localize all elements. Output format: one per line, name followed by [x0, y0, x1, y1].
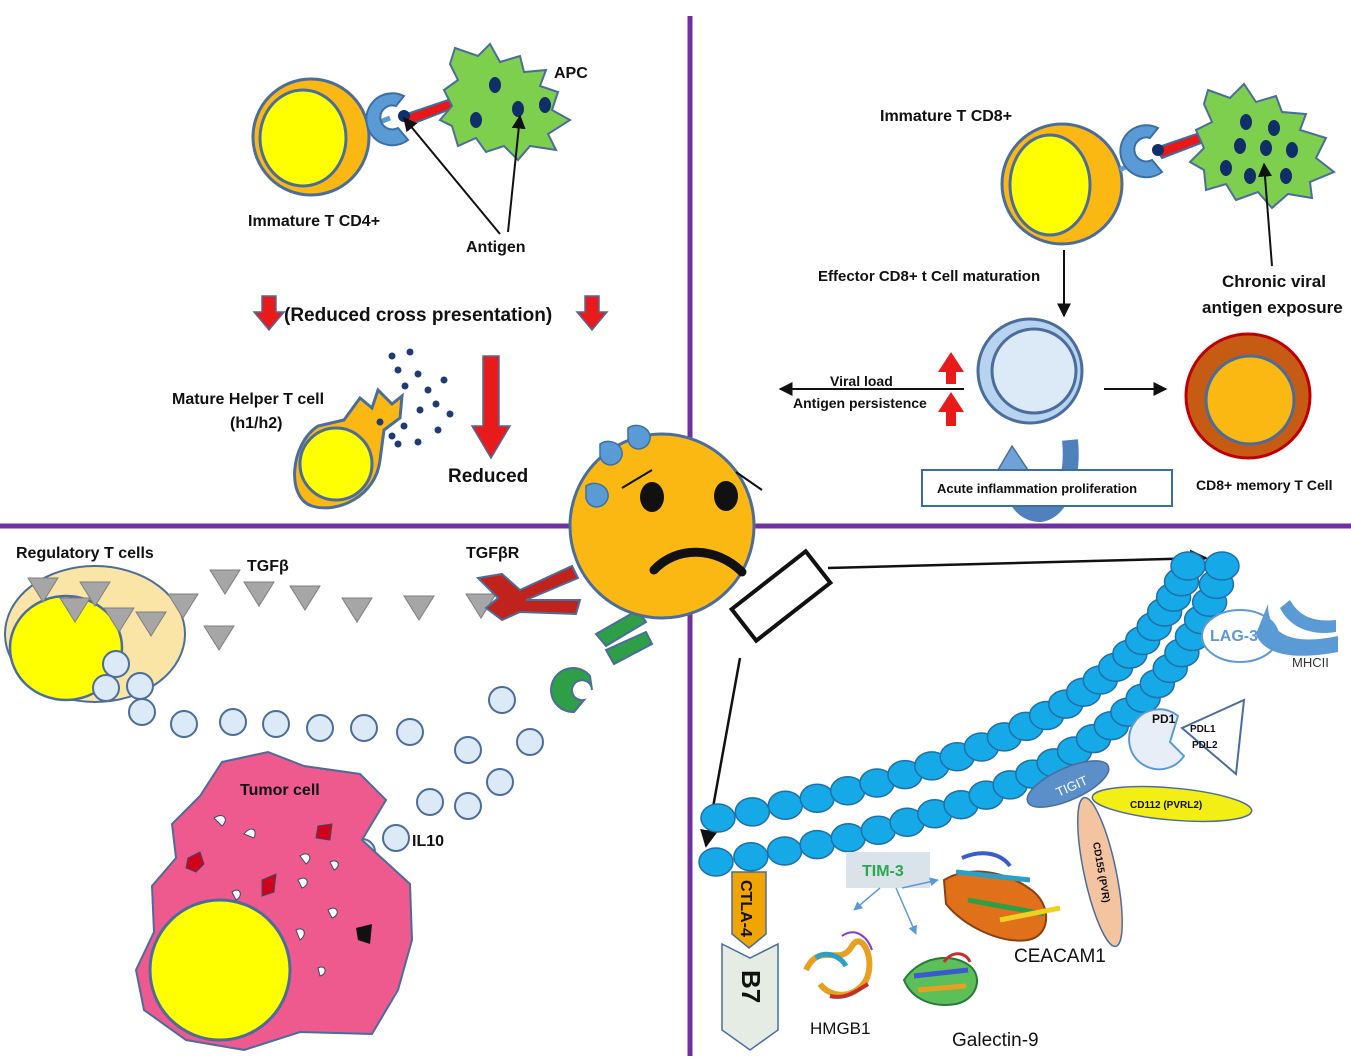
- antigen-label-top-left: Antigen: [466, 239, 526, 256]
- lag3-label: LAG-3: [1210, 628, 1258, 645]
- membrane-bead: [1204, 551, 1240, 581]
- galectin9-protein-structure: [902, 952, 978, 1006]
- pdl2-label: PDL2: [1192, 740, 1218, 751]
- hmgb1-label: HMGB1: [810, 1019, 870, 1038]
- tigit-receptor: [1026, 760, 1110, 808]
- membrane-bead: [766, 836, 803, 866]
- tgfbr-receptor: [475, 564, 582, 622]
- membrane-bead: [1170, 551, 1206, 581]
- ctla4-label: CTLA-4: [737, 880, 754, 937]
- lag3-receptor: [1201, 600, 1338, 663]
- up-arrows-red: [938, 352, 964, 426]
- down-arrow-left-red: [252, 295, 286, 332]
- membrane-bead: [733, 842, 769, 872]
- reduced-cross-presentation-label: (Reduced cross presentation): [284, 305, 552, 326]
- immature-cd4-label: Immature T CD4+: [248, 213, 380, 230]
- antigen-arrow-1: [403, 116, 501, 235]
- immature-cd4-cell: [251, 77, 391, 197]
- effector-maturation-label: Effector CD8+ t Cell maturation: [818, 268, 1040, 285]
- mhcii-label: MHCII: [1292, 655, 1329, 670]
- mature-helper-cell: [293, 387, 404, 510]
- zoom-arrow-right: [827, 549, 1208, 570]
- b7-ligand: [721, 942, 779, 1051]
- exhausted-t-cell-face: [568, 424, 763, 620]
- acute-inflammation-label: Acute inflammation proliferation: [937, 481, 1137, 496]
- apc-cell-top-right: [1152, 82, 1336, 210]
- ctla4-receptor: [731, 871, 767, 949]
- membrane-bead: [767, 790, 804, 821]
- acute-inflammation-box: [921, 469, 1173, 507]
- hmgb1-protein-structure: [803, 931, 873, 999]
- il10-receptor-green: [550, 608, 654, 714]
- pdl1-label: PDL1: [1190, 724, 1216, 735]
- secreted-cytokine-dots: [376, 348, 454, 448]
- antigen-arrow-2: [507, 114, 526, 233]
- tim3-to-hmgb1-arrow: [853, 887, 881, 911]
- tcr-receptor-cd8: [1119, 124, 1164, 179]
- ceacam1-protein-structure: [942, 851, 1061, 942]
- tumor-cell-label: Tumor cell: [240, 782, 320, 799]
- mature-helper-label-line1: Mature Helper T cell: [172, 391, 324, 408]
- cd155-ligand: [1077, 796, 1123, 948]
- tgfb-triangles: [27, 569, 497, 651]
- cd8-memory-cell: [1184, 332, 1312, 460]
- membrane-bead: [698, 847, 734, 877]
- immature-cd8-label: Immature T CD8+: [880, 108, 1012, 125]
- tgfbr-label: TGFβR: [466, 545, 520, 562]
- il10-circles: [92, 650, 544, 902]
- down-arrow-right-red: [575, 295, 609, 332]
- cd8-memory-label: CD8+ memory T Cell: [1196, 477, 1333, 493]
- galectin9-label: Galectin-9: [952, 1030, 1039, 1051]
- tim3-to-galectin-arrow: [895, 887, 917, 935]
- apc-label: APC: [554, 65, 588, 82]
- membrane-bead: [799, 783, 835, 814]
- chronic-viral-label-line2: antigen exposure: [1202, 298, 1343, 317]
- cd112-label: CD112 (PVRL2): [1130, 800, 1202, 811]
- membrane-bead: [799, 829, 835, 860]
- reduced-label: Reduced: [448, 466, 528, 487]
- membrane-bead-chain: [698, 551, 1240, 877]
- tcr-receptor-cd4: [365, 92, 410, 147]
- membrane-bead: [734, 797, 771, 827]
- apc-cell-top-left: [398, 42, 572, 162]
- antigen-persistence-label: Antigen persistence: [793, 395, 927, 411]
- chronic-exposure-arrow: [1258, 162, 1273, 267]
- membrane-bead: [830, 823, 867, 853]
- regulatory-t-cells-label: Regulatory T cells: [16, 545, 154, 562]
- regulatory-t-cell: [4, 565, 186, 703]
- mature-helper-label-line2: (h1/h2): [230, 415, 282, 432]
- pd1-label: PD1: [1152, 712, 1176, 726]
- reduced-red-arrow: [470, 355, 512, 460]
- pd1-receptor: [1128, 698, 1246, 776]
- immature-cd8-cell: [1000, 122, 1140, 246]
- tim3-to-ceacam-arrow: [901, 877, 939, 889]
- zoom-box: [728, 548, 834, 644]
- membrane-bead: [700, 803, 736, 833]
- il10-label: IL10: [412, 833, 444, 850]
- b7-label: B7: [736, 970, 766, 1003]
- tgfb-label: TGFβ: [247, 558, 289, 575]
- viral-load-label: Viral load: [830, 373, 893, 389]
- tim3-label: TIM-3: [862, 863, 904, 880]
- chronic-viral-label-line1: Chronic viral: [1222, 272, 1326, 291]
- tumor-cell: [134, 750, 414, 1052]
- tim3-box: [846, 852, 930, 888]
- cd112-ligand: [1091, 785, 1253, 823]
- sweat-drop-icon: [599, 440, 623, 466]
- ceacam1-label: CEACAM1: [1014, 946, 1106, 967]
- effector-cd8-cell: [976, 317, 1084, 425]
